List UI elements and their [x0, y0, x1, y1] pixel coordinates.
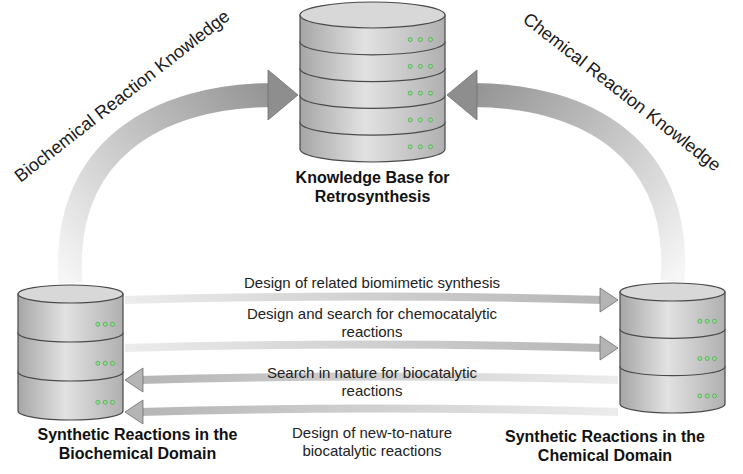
status-light: [96, 400, 100, 404]
status-light: [103, 361, 107, 365]
arrow-label: Search in nature for biocatalytic reacti…: [247, 364, 497, 400]
status-light: [705, 394, 709, 398]
status-light: [418, 64, 422, 68]
status-light: [111, 400, 115, 404]
status-light: [111, 361, 115, 365]
status-light: [418, 145, 422, 149]
database-icon: [18, 285, 123, 420]
status-light: [418, 38, 422, 42]
status-light: [408, 38, 412, 42]
status-light: [713, 357, 717, 361]
node-title: Synthetic Reactions in the Biochemical D…: [10, 425, 265, 463]
status-light: [429, 118, 433, 122]
status-light: [705, 319, 709, 323]
arrow-head: [125, 400, 143, 424]
status-light: [713, 319, 717, 323]
status-light: [103, 400, 107, 404]
status-light: [713, 394, 717, 398]
database-node: Synthetic Reactions in the Biochemical D…: [18, 285, 123, 420]
status-light: [96, 322, 100, 326]
status-light: [418, 118, 422, 122]
status-light: [705, 357, 709, 361]
arrow-head: [600, 288, 618, 312]
status-light: [698, 357, 702, 361]
disk-top: [620, 283, 725, 301]
database-icon: [300, 2, 445, 162]
arrow-shaft: [139, 409, 618, 413]
arrow-shaft: [125, 297, 604, 301]
status-light: [408, 91, 412, 95]
disk-top: [300, 2, 445, 28]
disk-top: [18, 285, 123, 303]
status-light: [429, 38, 433, 42]
status-light: [103, 322, 107, 326]
status-light: [111, 322, 115, 326]
arrow-label: Design of related biomimetic synthesis: [207, 274, 537, 292]
connector-arrow: [125, 400, 618, 424]
arrow-shaft: [471, 95, 673, 281]
status-light: [408, 145, 412, 149]
status-light: [698, 394, 702, 398]
arrow-head: [447, 70, 477, 120]
arrow-label: Design of new-to-nature biocatalytic rea…: [272, 424, 472, 460]
arrow-head: [600, 336, 618, 360]
arrow-label: Design and search for chemocatalytic rea…: [232, 305, 512, 341]
arrow-head: [125, 368, 143, 392]
status-light: [429, 64, 433, 68]
arrow-head: [268, 70, 298, 120]
status-light: [408, 64, 412, 68]
status-light: [418, 91, 422, 95]
node-title: Synthetic Reactions in the Chemical Doma…: [470, 427, 740, 465]
arrow-shaft: [125, 345, 604, 349]
database-icon: [620, 283, 725, 413]
database-node: Synthetic Reactions in the Chemical Doma…: [620, 283, 725, 413]
node-title: Knowledge Base for Retrosynthesis: [240, 168, 505, 206]
status-light: [429, 91, 433, 95]
status-light: [698, 319, 702, 323]
status-light: [96, 361, 100, 365]
database-node: Knowledge Base for Retrosynthesis: [300, 2, 445, 162]
status-light: [408, 118, 412, 122]
status-light: [429, 145, 433, 149]
